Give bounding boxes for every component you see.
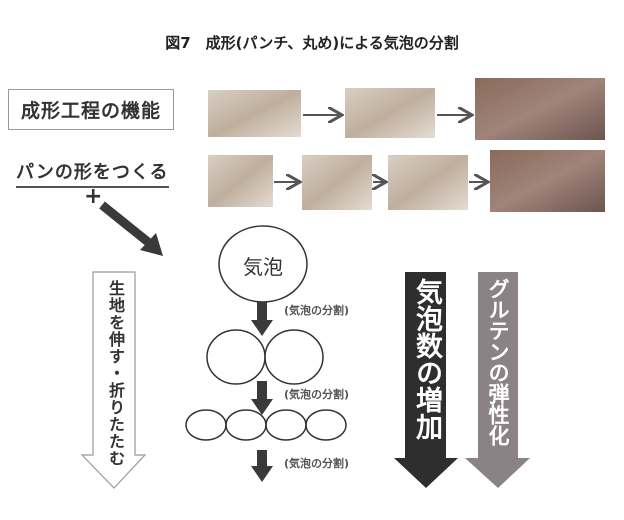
photo-baked-1 <box>475 78 605 140</box>
photo-dough-1 <box>208 90 301 137</box>
division-label: (気泡の分割) <box>284 304 350 317</box>
down-arrow-icon <box>251 450 273 482</box>
bubble-quarter <box>265 409 307 441</box>
division-label: (気泡の分割) <box>284 388 350 401</box>
bubble-half <box>206 329 266 385</box>
diagonal-arrow-icon <box>99 201 163 256</box>
division-label: (気泡の分割) <box>284 457 350 470</box>
photo-dough-2 <box>345 88 435 138</box>
down-arrow-icon <box>251 381 273 415</box>
figure-title: 図7 成形(パンチ、丸め)による気泡の分割 <box>165 34 459 52</box>
plus-sign: + <box>84 184 103 209</box>
bubble-quarter <box>225 409 267 441</box>
bubble-quarter <box>185 409 227 441</box>
down-arrow-icon <box>251 302 273 336</box>
gray-down-arrow-icon <box>465 272 530 488</box>
function-box: 成形工程の機能 <box>8 89 174 130</box>
dark-arrow-text: 気泡数の増加 <box>411 278 442 440</box>
photo-baked-2 <box>490 150 605 212</box>
shape-text: パンの形をつくる <box>16 158 169 188</box>
photo-dough-3 <box>208 155 273 207</box>
photo-dough-4 <box>302 155 372 210</box>
dark-down-arrow-icon <box>394 272 458 488</box>
left-arrow-text: 生地を伸す・折りたたむ <box>106 280 125 467</box>
bubble-half <box>264 329 324 385</box>
bubble-quarter <box>305 409 347 441</box>
bubble-label: 気泡 <box>243 255 283 279</box>
hollow-down-arrow-icon <box>80 271 147 489</box>
photo-dough-5 <box>388 155 468 210</box>
gray-arrow-text: グルテンの弾性化 <box>486 278 510 446</box>
